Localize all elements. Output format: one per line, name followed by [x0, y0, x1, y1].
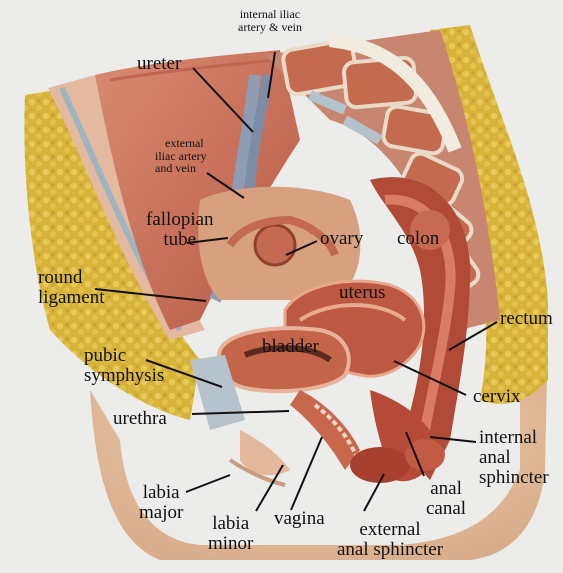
label-external-iliac-line1: external — [165, 136, 204, 150]
label-external-anal-sphincter-line1: external — [359, 519, 421, 540]
label-ureter: ureter — [137, 53, 182, 74]
bladder-shape — [216, 326, 351, 394]
label-round-ligament-line1: round — [38, 267, 83, 288]
label-bladder: bladder — [262, 336, 319, 357]
label-internal-anal-sphincter-line1: internal — [479, 427, 538, 448]
labia-shape — [240, 430, 290, 476]
label-labia-major: labia major — [139, 483, 183, 523]
label-round-ligament: round ligament — [38, 268, 104, 308]
label-external-iliac: external iliac artery and vein — [155, 137, 207, 175]
label-internal-anal-sphincter-line3: sphincter — [479, 466, 549, 488]
label-round-ligament-line2: ligament — [38, 286, 105, 308]
label-internal-anal-sphincter-line2: anal — [479, 446, 511, 468]
label-rectum: rectum — [500, 308, 553, 329]
label-urethra: urethra — [113, 408, 167, 429]
label-colon: colon — [397, 228, 440, 249]
vagina-canal — [290, 390, 360, 470]
label-labia-minor: labia minor — [208, 514, 253, 554]
label-labia-major-line2: major — [139, 501, 184, 523]
label-pubic-symphysis-line2: symphysis — [84, 364, 165, 386]
label-cervix: cervix — [473, 386, 521, 407]
label-labia-minor-line1: labia — [212, 513, 250, 534]
label-fallopian-tube: fallopian tube — [146, 210, 214, 250]
label-vagina: vagina — [274, 508, 325, 529]
label-internal-iliac-line1: internal iliac — [239, 7, 301, 21]
label-anal-canal: anal canal — [426, 479, 466, 519]
label-external-anal-sphincter: external anal sphincter — [337, 520, 443, 560]
ovary-shape — [253, 223, 297, 267]
label-internal-anal-sphincter: internal anal sphincter — [479, 428, 549, 488]
label-anal-canal-line1: anal — [430, 478, 462, 499]
label-labia-minor-line2: minor — [208, 532, 254, 554]
label-pubic-symphysis-line1: pubic — [84, 345, 127, 366]
pubic-bone — [190, 355, 245, 430]
label-internal-iliac: internal iliac artery & vein — [238, 8, 302, 33]
label-labia-major-line1: labia — [142, 482, 180, 503]
label-fallopian-tube-line1: fallopian — [146, 209, 214, 230]
label-anal-canal-line2: canal — [426, 497, 467, 519]
label-ovary: ovary — [320, 228, 364, 249]
label-fallopian-tube-line2: tube — [163, 228, 197, 250]
label-uterus: uterus — [339, 282, 386, 303]
label-external-anal-sphincter-line2: anal sphincter — [337, 538, 444, 560]
model-base — [90, 330, 548, 560]
label-internal-iliac-line2: artery & vein — [238, 19, 302, 34]
leader-lines — [94, 51, 498, 512]
label-external-iliac-line2: iliac artery — [155, 148, 207, 163]
anterior-fat-layer — [24, 88, 201, 420]
label-pubic-symphysis: pubic symphysis — [84, 346, 164, 386]
label-external-iliac-line3: and vein — [155, 161, 196, 176]
